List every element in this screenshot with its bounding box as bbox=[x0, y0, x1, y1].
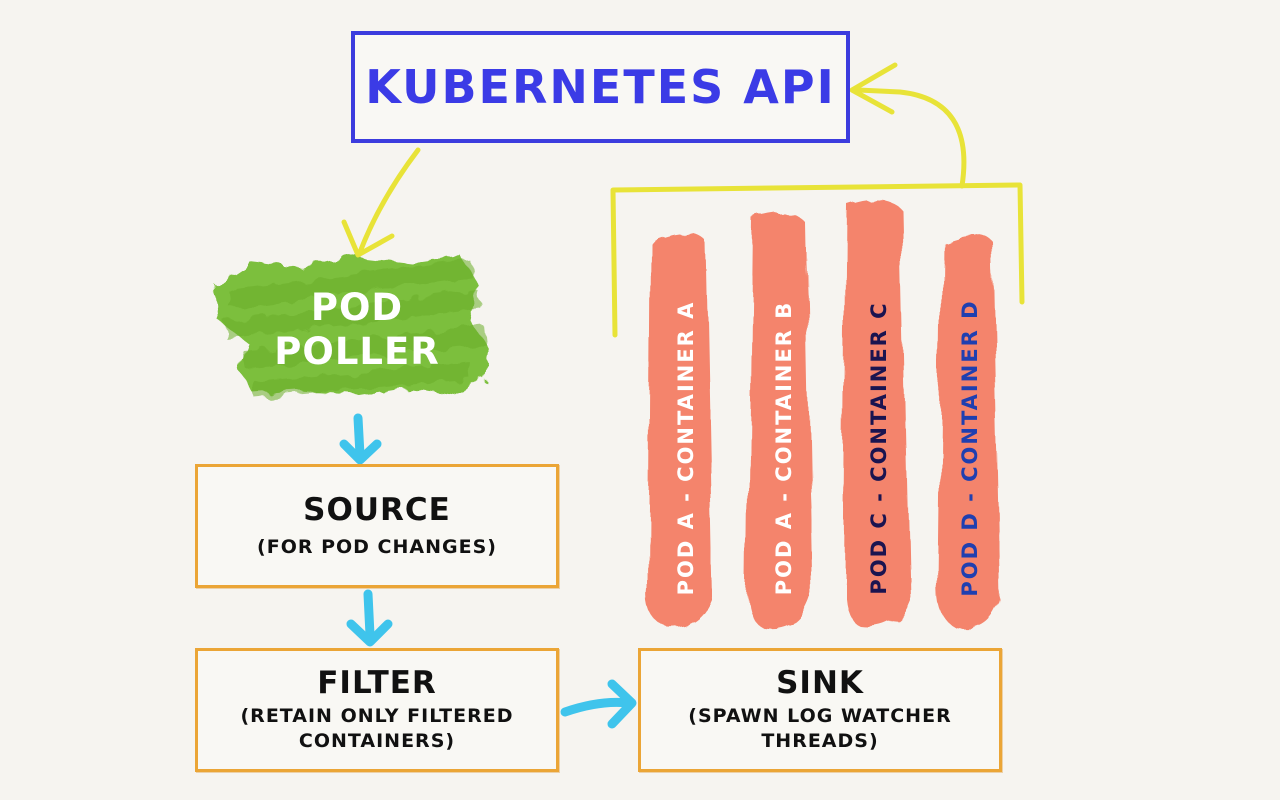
container-label-c: POD C - CONTAINER C bbox=[867, 301, 891, 595]
container-label-b: POD A - CONTAINER B bbox=[772, 300, 796, 596]
sink-subtitle: (SPAWN LOG WATCHER THREADS) bbox=[688, 705, 952, 753]
container-label-d: POD D - CONTAINER D bbox=[958, 299, 982, 597]
container-strokes bbox=[647, 199, 1000, 631]
pod-poller-line1: POD bbox=[310, 286, 404, 329]
source-box: SOURCE (FOR POD CHANGES) bbox=[195, 464, 559, 588]
kubernetes-api-title: KUBERNETES API bbox=[365, 60, 836, 114]
source-title: SOURCE bbox=[303, 491, 451, 528]
yellow-feedback-arrow bbox=[610, 62, 1025, 338]
filter-box: FILTER (RETAIN ONLY FILTERED CONTAINERS) bbox=[195, 648, 559, 772]
pod-poller-label: POD POLLER bbox=[222, 286, 492, 375]
container-stroke-c bbox=[844, 199, 910, 629]
poller-to-source-arrow bbox=[353, 413, 365, 460]
source-subtitle: (FOR POD CHANGES) bbox=[257, 535, 497, 558]
container-label-a: POD A - CONTAINER A bbox=[674, 300, 698, 596]
filter-to-sink-arrow bbox=[560, 697, 633, 717]
container-stroke-d bbox=[937, 232, 1000, 630]
filter-title: FILTER bbox=[317, 665, 437, 702]
sink-box: SINK (SPAWN LOG WATCHER THREADS) bbox=[638, 648, 1002, 772]
pod-poller-line2: POLLER bbox=[274, 330, 440, 374]
container-stroke-b bbox=[747, 212, 812, 631]
kubernetes-api-box: KUBERNETES API bbox=[351, 31, 850, 143]
source-to-filter-arrow bbox=[363, 589, 375, 640]
cyan-arrows bbox=[339, 413, 637, 729]
sink-title: SINK bbox=[776, 665, 864, 702]
container-stroke-a bbox=[647, 232, 712, 629]
pod-poller-blob bbox=[215, 255, 490, 399]
yellow-api-to-poller-arrow bbox=[341, 147, 421, 258]
filter-subtitle: (RETAIN ONLY FILTERED CONTAINERS) bbox=[240, 705, 514, 753]
